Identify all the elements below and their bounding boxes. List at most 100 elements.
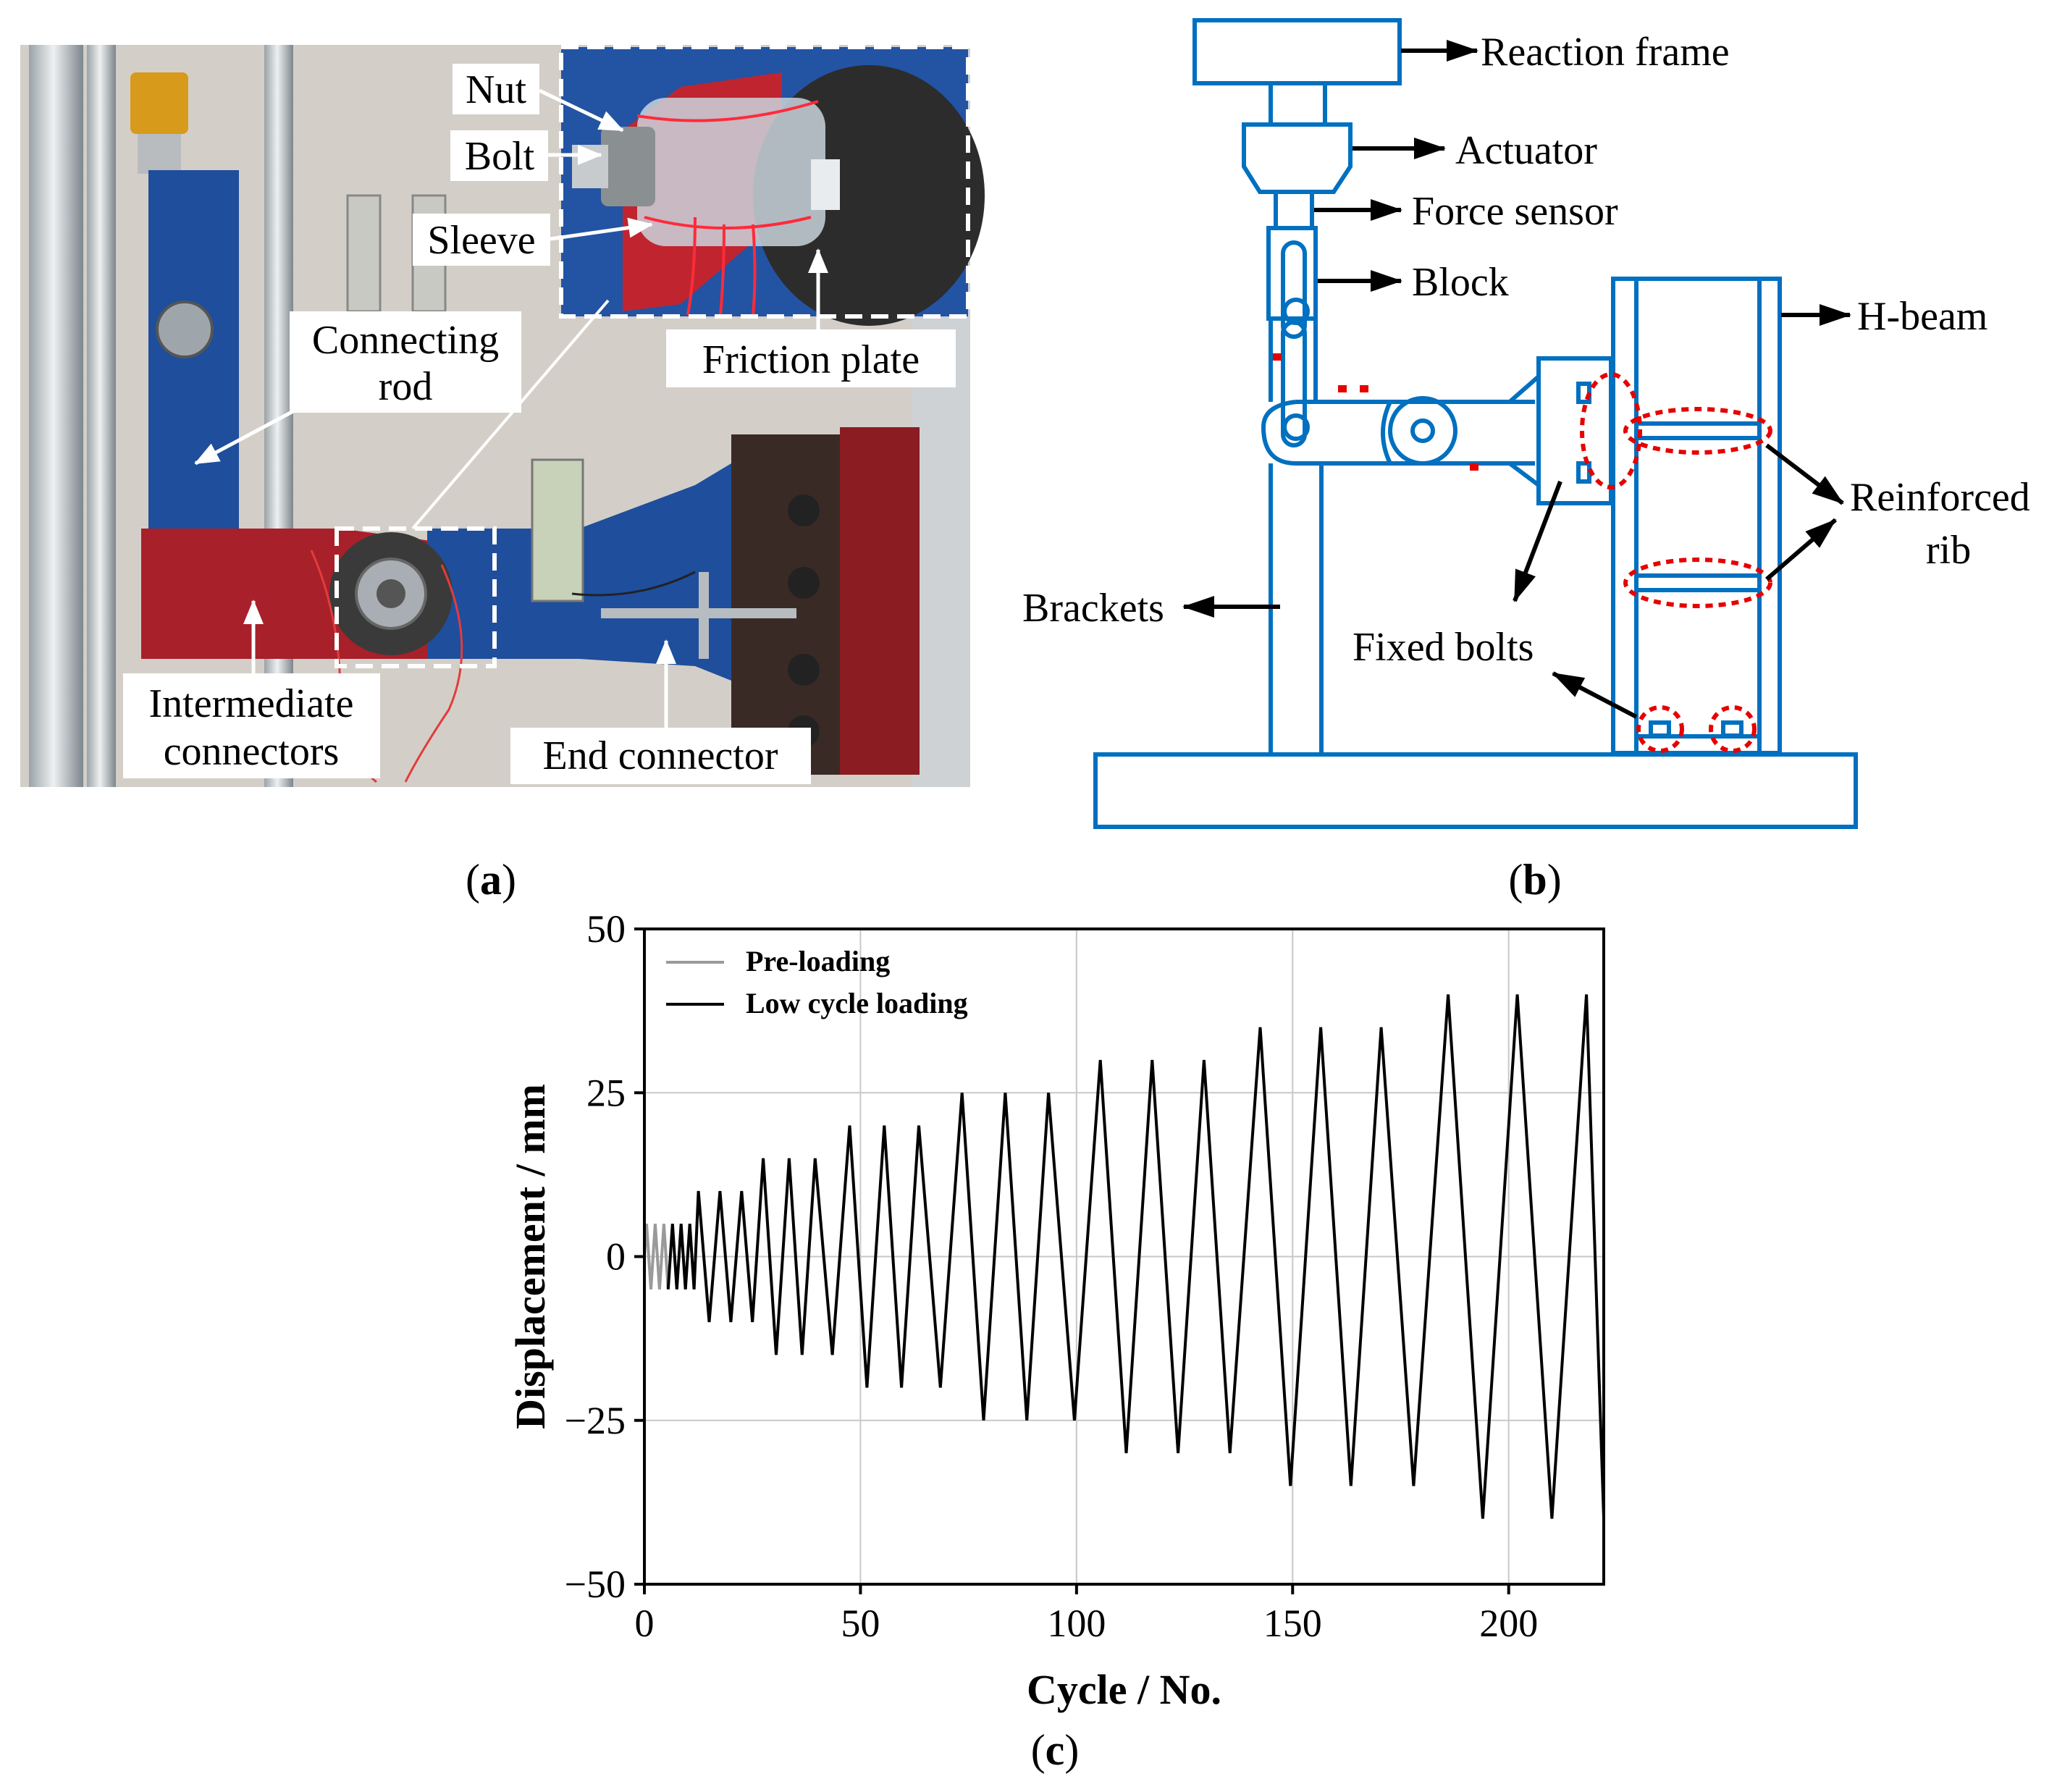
inset-wires-1 xyxy=(636,100,819,230)
x-tick-label-100: 100 xyxy=(1047,1602,1106,1645)
x-tick-label-150: 150 xyxy=(1263,1602,1322,1645)
caption-c-letter: c xyxy=(1046,1726,1065,1774)
caption-a-letter: a xyxy=(480,856,502,904)
arrow-fixed-bolts-bottom xyxy=(1552,671,1638,719)
label-sleeve-text: Sleeve xyxy=(427,218,535,263)
arrow-rib-lower xyxy=(1765,518,1837,581)
steel-column-right xyxy=(264,45,293,787)
label-connecting-rod-box xyxy=(290,311,521,413)
inset-sleeve xyxy=(637,98,825,246)
panel-a-photo: Nut Bolt Sleeve Connecting rod Friction … xyxy=(20,45,985,904)
chart-gridlines xyxy=(644,928,1604,1585)
displacement-gauge xyxy=(531,458,584,602)
caption-c: (c) xyxy=(1031,1726,1080,1774)
end-plate-bolt-2 xyxy=(1576,461,1591,484)
label-connecting-rod-arrow xyxy=(194,403,306,466)
mounting-plate xyxy=(731,434,840,775)
x-tick-label-0: 0 xyxy=(635,1602,655,1645)
inset-leader-line xyxy=(411,299,610,530)
link-pin-bottom xyxy=(1282,413,1310,441)
label-nut-arrow xyxy=(538,88,624,132)
marker-3 xyxy=(1360,385,1368,392)
arrow-fixed-bolts-end xyxy=(1513,480,1562,602)
mount-bolt-2 xyxy=(788,567,820,599)
label-block: Block xyxy=(1412,260,1509,305)
label-force-sensor: Force sensor xyxy=(1412,189,1618,234)
frame-stem xyxy=(1269,81,1327,127)
highlight-bottom-bolt-1 xyxy=(1636,705,1684,753)
horizontal-link xyxy=(1261,400,1535,466)
x-tick-label-50: 50 xyxy=(841,1602,880,1645)
detail-dashed-box xyxy=(335,526,497,668)
panel-b-highlights xyxy=(1580,372,1772,753)
y-tick-label--25: −25 xyxy=(565,1399,626,1442)
label-end-connector-text: End connector xyxy=(543,733,778,778)
label-nut-text: Nut xyxy=(466,67,526,112)
highlight-rib-upper xyxy=(1623,407,1772,455)
clevis-left xyxy=(1381,400,1392,465)
label-friction-plate-text: Friction plate xyxy=(702,337,920,382)
label-nut-box xyxy=(453,64,539,114)
chart-x-axis-label: Cycle / No. xyxy=(1027,1666,1221,1713)
y-tick-label-0: 0 xyxy=(606,1235,626,1279)
base-plate xyxy=(1093,752,1858,829)
label-reaction-frame: Reaction frame xyxy=(1481,30,1730,75)
label-connecting-rod-line2: rod xyxy=(379,364,433,409)
marker-4 xyxy=(1470,463,1478,471)
label-intermediate-line2: connectors xyxy=(164,729,340,774)
label-h-beam: H-beam xyxy=(1857,294,1987,339)
bottom-bolt-1 xyxy=(1649,720,1671,738)
steel-column-left-2 xyxy=(87,45,116,787)
label-bolt-box xyxy=(450,130,548,181)
arrow-rib-upper xyxy=(1765,443,1844,505)
y-tick-label-25: 25 xyxy=(586,1071,626,1114)
label-reinforced-line1: Reinforced xyxy=(1850,475,2030,520)
label-bolt-text: Bolt xyxy=(465,134,535,179)
link-top xyxy=(1281,240,1307,339)
inset-bolt-thread xyxy=(572,145,608,188)
caption-b-letter: b xyxy=(1523,856,1547,904)
panel-b-markers xyxy=(1273,353,1478,471)
label-fixed-bolts: Fixed bolts xyxy=(1353,625,1534,670)
marker-1 xyxy=(1273,353,1282,361)
inset-closeup xyxy=(561,47,985,326)
highlight-fixed-bolts-end xyxy=(1580,372,1642,489)
force-sensor xyxy=(1274,190,1314,230)
load-cell-base xyxy=(138,134,181,174)
label-reinforced-line2: rib xyxy=(1926,528,1971,573)
y-tick-label-50: 50 xyxy=(586,907,626,951)
t-bar-stem xyxy=(699,572,709,659)
block xyxy=(1266,226,1318,321)
label-friction-plate-box xyxy=(666,329,956,387)
bottom-bolt-2 xyxy=(1721,720,1743,738)
reaction-frame xyxy=(1192,18,1402,85)
label-bolt: Bolt xyxy=(450,130,602,181)
series-line-pre-loading xyxy=(643,1224,670,1290)
legend-label-pre-loading: Pre-loading xyxy=(746,945,890,977)
lvdt-sensor-1 xyxy=(346,194,382,313)
inset-label-tag xyxy=(811,159,840,210)
label-end-connector: End connector xyxy=(510,639,811,784)
panel-b-labels: Reaction frame Actuator Force sensor Blo… xyxy=(1022,30,2030,719)
load-cell xyxy=(130,72,188,134)
end-connector-taper xyxy=(1452,371,1541,489)
label-actuator: Actuator xyxy=(1455,128,1597,173)
wire-3 xyxy=(571,571,696,597)
x-tick-label-200: 200 xyxy=(1479,1602,1538,1645)
link-bottom xyxy=(1281,320,1307,447)
label-sleeve-box xyxy=(413,214,550,266)
clevis-ring xyxy=(1388,396,1457,466)
caption-a: (a) xyxy=(466,856,516,904)
inset-nut-shape xyxy=(601,127,655,206)
actuator xyxy=(1242,122,1353,194)
panel-b-schematic xyxy=(1093,18,1858,829)
label-end-connector-box xyxy=(510,728,811,784)
label-nut: Nut xyxy=(453,64,624,132)
inset-wires-2 xyxy=(686,216,757,316)
label-friction-plate: Friction plate xyxy=(666,248,956,387)
